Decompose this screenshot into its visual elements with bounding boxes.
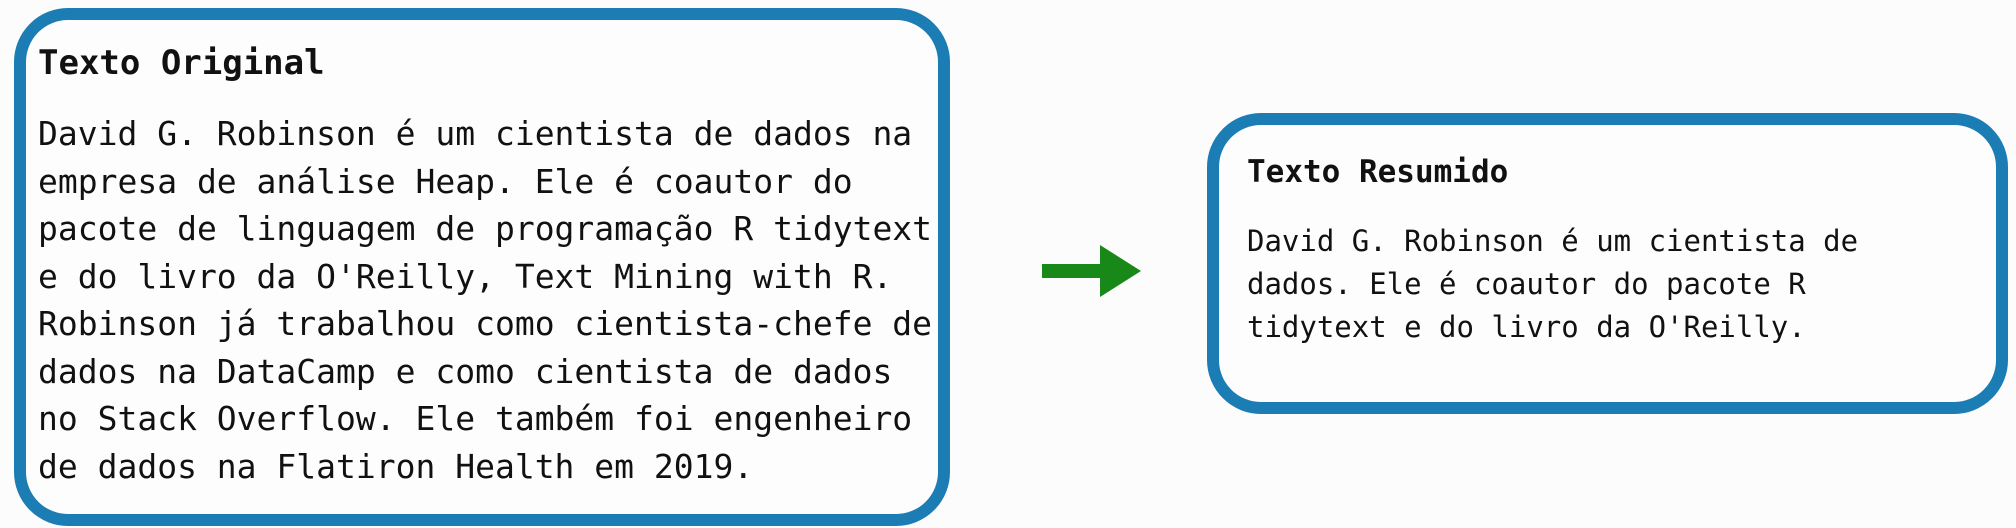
summary-card-title: Texto Resumido <box>1247 154 1509 190</box>
summary-text-card: Texto Resumido David G. Robinson é um ci… <box>1207 113 2008 414</box>
original-text-card: Texto Original David G. Robinson é um ci… <box>14 8 950 526</box>
summary-card-body: David G. Robinson é um cientista de dado… <box>1247 224 1859 344</box>
original-card-title: Texto Original <box>38 43 325 83</box>
right-arrow-icon <box>1042 244 1142 298</box>
original-card-body: David G. Robinson é um cientista de dado… <box>38 114 933 486</box>
